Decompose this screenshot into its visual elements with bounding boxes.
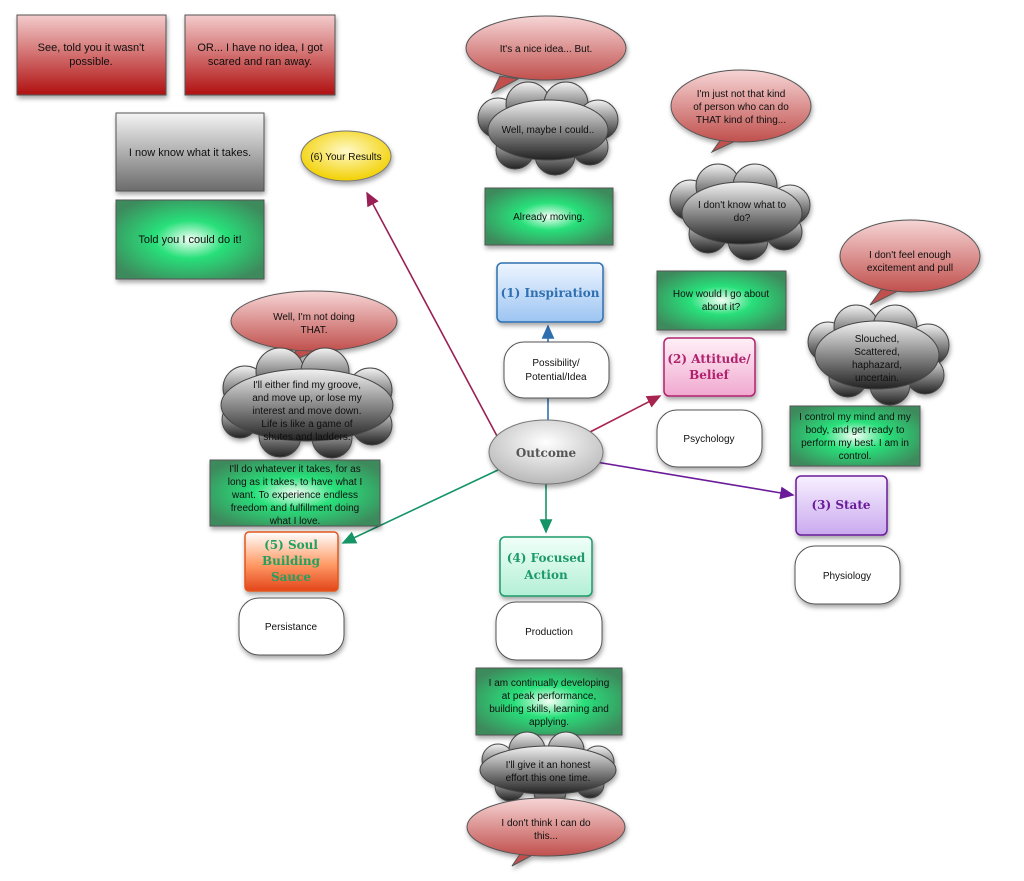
cloud-groove: I'll either find my groove,and move up, …: [220, 347, 394, 459]
center-outcome-label: Outcome: [516, 446, 577, 460]
stage-results-label: (6) Your Results: [310, 152, 381, 163]
area-production-text: Production: [525, 627, 573, 638]
stage-attitude[interactable]: (2) Attitude/Belief: [663, 337, 756, 397]
svg-text:Possibility/Potential/Idea: Possibility/Potential/Idea: [525, 358, 587, 383]
connectors: [341, 191, 795, 544]
stage-results[interactable]: (6) Your Results: [300, 130, 392, 182]
box-now-know: I now know what it takes.: [115, 112, 265, 192]
stage-inspiration[interactable]: (1) Inspiration: [496, 262, 604, 323]
box-told-you-text: Told you I could do it!: [138, 234, 241, 246]
area-production: Production: [495, 601, 603, 661]
area-possibility: Possibility/Potential/Idea: [503, 341, 610, 399]
stage-state-label: (3) State: [811, 498, 870, 512]
svg-text:(2) Attitude/Belief: (2) Attitude/Belief: [667, 352, 751, 382]
svg-text:Slouched,Scattered,haphazard,u: Slouched,Scattered,haphazard,uncertain.: [852, 334, 902, 384]
box-already-moving-text: Already moving.: [513, 212, 585, 223]
bubble-nice-idea: It's a nice idea... But.: [465, 15, 627, 95]
area-physiology-text: Physiology: [823, 571, 871, 582]
cloud-maybe-text: Well, maybe I could..: [502, 125, 595, 136]
bubble-nice-idea-text: It's a nice idea... But.: [500, 44, 593, 55]
box-now-know-text: I now know what it takes.: [129, 147, 251, 159]
box-already-moving: Already moving.: [484, 187, 614, 246]
center-outcome[interactable]: Outcome: [488, 419, 604, 485]
svg-text:I'll either find my groove,and: I'll either find my groove,and move up, …: [252, 380, 362, 443]
area-physiology: Physiology: [794, 545, 901, 605]
cloud-maybe: Well, maybe I could..: [477, 81, 619, 176]
box-told-you: Told you I could do it!: [115, 199, 265, 280]
stage-inspiration-label: (1) Inspiration: [501, 286, 600, 300]
connector-soul: [341, 469, 499, 544]
stage-state[interactable]: (3) State: [795, 475, 888, 536]
area-persistance: Persistance: [238, 597, 345, 656]
connector-state: [595, 461, 795, 500]
area-persistance-text: Persistance: [265, 622, 318, 633]
connector-attitude: [589, 395, 662, 433]
cloud-slouched: Slouched,Scattered,haphazard,uncertain.: [807, 304, 950, 406]
connector-results: [366, 191, 498, 437]
area-psychology: Psychology: [656, 409, 763, 468]
area-psychology-text: Psychology: [683, 434, 734, 445]
